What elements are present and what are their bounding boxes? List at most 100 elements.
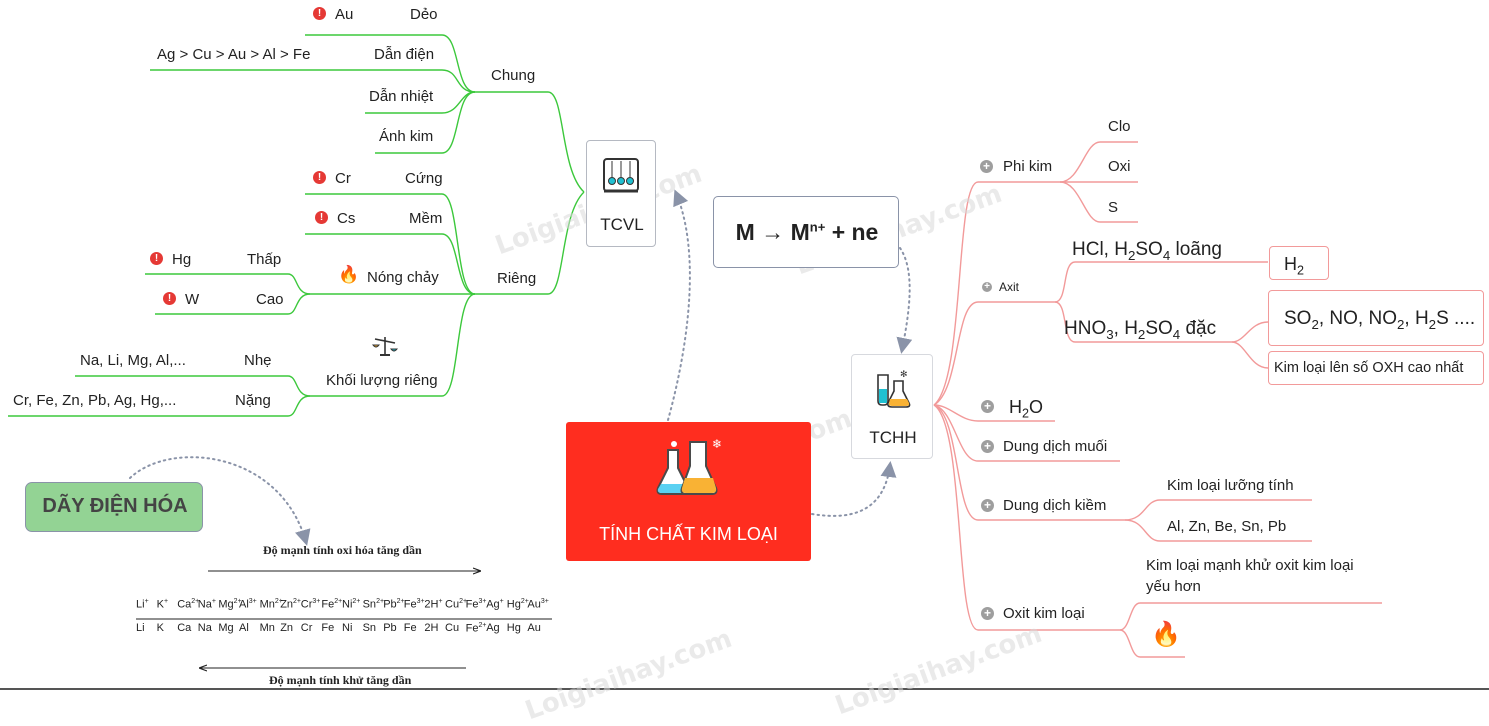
atom-species: Na — [197, 622, 212, 634]
atom-species: Fe — [321, 622, 335, 634]
ion-species: Cr3+ — [300, 598, 321, 611]
cao-label[interactable]: Cao — [256, 291, 284, 308]
dan-dien-note: Ag > Cu > Au > Al > Fe — [157, 46, 311, 63]
ion-species: Mn2+ — [259, 598, 283, 611]
dac-note-box[interactable]: Kim loại lên số OXH cao nhất — [1268, 351, 1484, 385]
ion-species: 2H+ — [424, 598, 443, 611]
ion-species: Fe3+ — [403, 598, 425, 611]
warning-icon: ! — [313, 7, 326, 20]
atom-species: Ni — [342, 622, 353, 634]
atom-species: Al — [239, 622, 249, 634]
tchh-label: TCHH — [869, 428, 917, 447]
dan-nhiet-label[interactable]: Dẫn nhiệt — [369, 88, 434, 105]
s-label[interactable]: S — [1108, 199, 1119, 216]
nang-label[interactable]: Nặng — [235, 392, 271, 409]
expand-icon[interactable]: + — [980, 160, 993, 173]
equation-text: M → Mn+ + ne — [735, 219, 879, 245]
ion-species: Fe2+ — [321, 598, 343, 611]
atom-species: Cu — [445, 622, 460, 634]
thap-label[interactable]: Thấp — [247, 251, 282, 268]
kiem-child-2[interactable]: Al, Zn, Be, Sn, Pb — [1167, 518, 1287, 535]
oxidation-caption: Độ mạnh tính oxi hóa tăng dần — [263, 543, 422, 557]
axit-loang[interactable]: HCl, H2SO4 loãng — [1072, 239, 1222, 263]
muoi-label[interactable]: Dung dịch muối — [1003, 438, 1108, 455]
deo-label[interactable]: Dẻo — [410, 6, 438, 23]
dan-dien-label[interactable]: Dẫn điện — [374, 46, 435, 63]
ion-species: Mg2+ — [218, 598, 242, 611]
atom-species: Li — [136, 622, 145, 634]
atom-species: Fe2+ — [465, 622, 487, 635]
ion-species: Ni2+ — [342, 598, 361, 611]
ion-species: Hg2+ — [506, 598, 529, 611]
atom-species: K — [156, 622, 164, 634]
expand-icon[interactable]: + — [981, 607, 994, 620]
balance-scale-icon — [372, 337, 398, 356]
atom-species: Au — [527, 622, 541, 634]
nang-note: Cr, Fe, Zn, Pb, Ag, Hg,... — [13, 392, 177, 409]
nhe-label[interactable]: Nhẹ — [244, 352, 272, 369]
day-dien-hoa-label: DÃY ĐIỆN HÓA — [42, 495, 188, 517]
rieng-label[interactable]: Riêng — [497, 270, 537, 287]
mem-note: Cs — [337, 210, 356, 227]
axit-dac[interactable]: HNO3, H2SO4 đặc — [1064, 318, 1217, 342]
root-node[interactable]: ❄ TÍNH CHẤT KIM LOẠI — [566, 422, 811, 561]
expand-icon[interactable]: + — [981, 400, 994, 413]
expand-icon[interactable]: + — [982, 282, 992, 292]
khoi-luong-label[interactable]: Khối lượng riêng — [326, 372, 438, 389]
nhe-note: Na, Li, Mg, Al,... — [80, 352, 186, 369]
dac-note: Kim loại lên số OXH cao nhất — [1274, 360, 1464, 376]
warning-icon: ! — [315, 211, 328, 224]
atom-species: Pb — [383, 622, 397, 634]
atom-species: Ag — [486, 622, 500, 634]
atom-species: Sn — [362, 622, 377, 634]
mem-label[interactable]: Mềm — [409, 210, 443, 227]
ion-species: Au3+ — [527, 598, 549, 611]
lab-flask-icon: ❄ — [656, 437, 722, 495]
oxit-label[interactable]: Oxit kim loại — [1003, 605, 1085, 622]
atom-species: Mg — [218, 622, 234, 634]
reduction-caption: Độ mạnh tính khử tăng dần — [269, 673, 412, 687]
ion-species: Ag+ — [486, 598, 504, 611]
oxit-note-line2: yếu hơn — [1146, 578, 1201, 595]
atom-species: Zn — [280, 622, 294, 634]
expand-icon[interactable]: + — [981, 440, 994, 453]
h2o-label[interactable]: H2O — [1009, 397, 1044, 421]
clo-label[interactable]: Clo — [1108, 118, 1131, 135]
ion-species: Ca2+ — [177, 598, 200, 611]
equation-box[interactable]: M → Mn+ + ne — [713, 196, 899, 268]
nong-chay-label[interactable]: Nóng chảy — [367, 269, 439, 286]
fire-icon: 🔥 — [1151, 621, 1181, 648]
deo-note: Au — [335, 6, 354, 23]
h2-product-box[interactable]: H2 — [1269, 246, 1329, 280]
tchh-node[interactable]: ✻ TCHH — [851, 354, 933, 459]
ion-species: Li+ — [136, 598, 149, 611]
expand-icon[interactable]: + — [981, 499, 994, 512]
ion-species: Al3+ — [239, 598, 257, 611]
cao-note: W — [185, 291, 200, 308]
kiem-label[interactable]: Dung dịch kiềm — [1003, 497, 1107, 514]
cung-label[interactable]: Cứng — [405, 170, 443, 187]
thap-note: Hg — [172, 251, 192, 268]
ion-species: Fe3+ — [465, 598, 487, 611]
oxi-label[interactable]: Oxi — [1108, 158, 1131, 175]
tcvl-node[interactable]: TCVL — [586, 140, 656, 247]
warning-icon: ! — [313, 171, 326, 184]
anh-kim-label[interactable]: Ánh kim — [379, 128, 434, 145]
atom-species: Ca — [177, 622, 192, 634]
ion-species: Zn2+ — [280, 598, 302, 611]
ion-species: Na+ — [197, 598, 216, 611]
atom-species: Mn — [259, 622, 275, 634]
day-dien-hoa-node[interactable]: DÃY ĐIỆN HÓA — [25, 482, 203, 532]
dac-products-box[interactable]: SO2, NO, NO2, H2S .... — [1268, 290, 1484, 346]
axit-label[interactable]: Axit — [999, 280, 1020, 294]
dac-products: SO2, NO, NO2, H2S .... — [1284, 308, 1476, 332]
ion-species: Sn2+ — [362, 598, 385, 611]
warning-icon: ! — [163, 292, 176, 305]
atom-species: Cr — [300, 622, 313, 634]
kiem-child-1[interactable]: Kim loại lưỡng tính — [1167, 477, 1294, 494]
h2-product: H2 — [1284, 254, 1305, 278]
phi-kim-label[interactable]: Phi kim — [1003, 158, 1053, 175]
root-label: TÍNH CHẤT KIM LOẠI — [599, 524, 778, 544]
chung-label[interactable]: Chung — [491, 67, 536, 84]
atom-species: Fe — [403, 622, 417, 634]
